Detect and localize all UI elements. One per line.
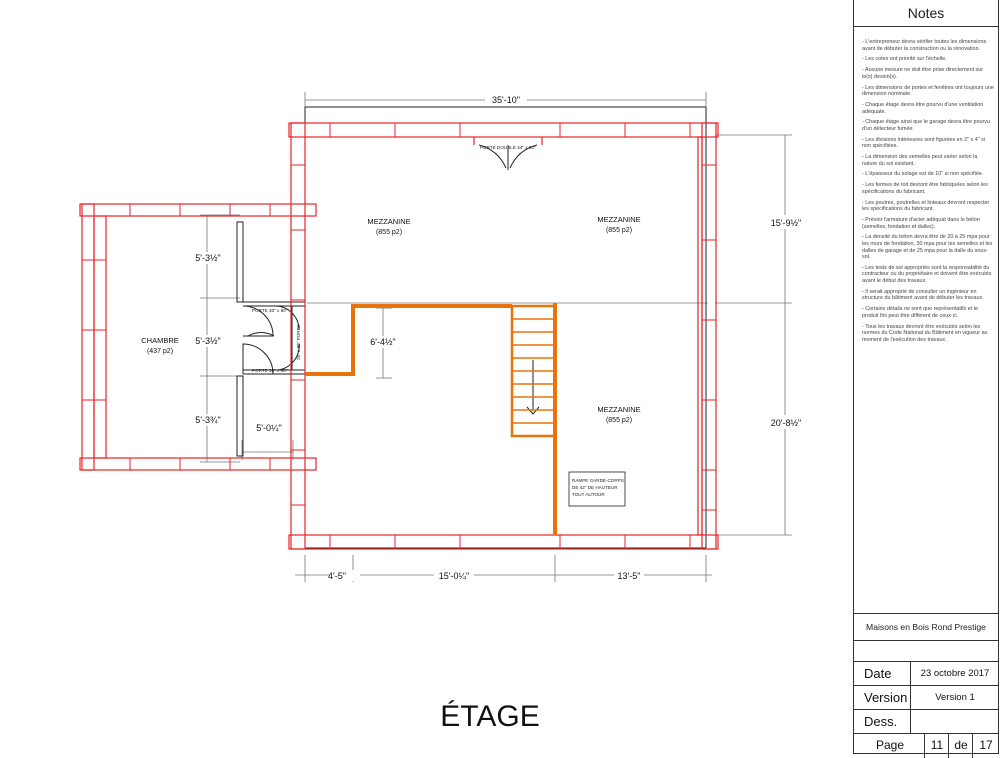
room-name-mezzanine-3: MEZZANINE: [597, 405, 640, 414]
dim-stair-opening: 6'-4½": [370, 337, 395, 347]
sheet-title: ÉTAGE: [440, 700, 540, 733]
door-label-2: PORTE 30" x 80": [252, 368, 288, 373]
dim-left-upper: 5'-3½": [195, 253, 220, 263]
note-item: - Les poutres, poutrelles et linteaux de…: [862, 199, 990, 213]
version-value: Version 1: [910, 686, 999, 710]
dim-bottom-mid: 15'-0¼": [439, 571, 469, 581]
company-name: Maisons en Bois Rond Prestige: [854, 613, 998, 641]
room-area-mezzanine-1: (855 p2): [376, 229, 402, 236]
title-block: Notes - L'entrepreneur devra vérifier to…: [853, 0, 999, 758]
door-label-vertical: 28" x 80" PORTE: [296, 325, 301, 360]
date-row: Date 23 octobre 2017: [854, 661, 998, 686]
door-label-double: PORTE DOUBLE 34" x 80": [480, 145, 536, 150]
note-item: - Les fermes de toit devront être fabriq…: [862, 182, 988, 195]
stair-railing: [305, 303, 557, 535]
dim-right-upper: 15'-9½": [771, 218, 801, 228]
page-of: de: [948, 734, 973, 758]
note-item: - Tous les travaux devront être exécutés…: [862, 323, 988, 343]
page-total: 17: [972, 734, 999, 758]
page-number: 11: [924, 734, 949, 758]
dim-right-lower: 20'-8½": [771, 418, 801, 428]
date-value: 23 octobre 2017: [910, 662, 999, 686]
note-item: - L'entrepreneur devra vérifier toutes l…: [862, 39, 987, 52]
version-label: Version: [864, 690, 908, 705]
dess-row: Dess.: [854, 709, 998, 734]
date-label: Date: [864, 666, 892, 681]
dim-overall-top: 35'-10": [492, 95, 520, 105]
room-name-mezzanine-2: MEZZANINE: [597, 215, 640, 224]
note-item: - Les cotes ont priorité sur l'échelle.: [862, 56, 947, 63]
log-walls: [79, 122, 719, 550]
room-area-chambre: (437 p2): [147, 348, 173, 355]
note-item: - L'épaisseur du solage est de 10" si no…: [862, 171, 984, 178]
note-item: - Aucune mesure ne doit être prise direc…: [862, 67, 984, 80]
dess-value: [910, 710, 999, 734]
note-item: - Les dimensions de portes et fenêtres o…: [862, 84, 994, 98]
note-item: - Chaque étage devra être pourvu d'une v…: [862, 101, 984, 115]
note-item: - La dimension des semelles peut varier …: [862, 154, 978, 167]
notes-list: - L'entrepreneur devra vérifier toutes l…: [854, 27, 998, 343]
note-item: - Certains détails ne sont que représent…: [862, 306, 978, 319]
room-area-mezzanine-3: (855 p2): [606, 417, 632, 424]
dim-left-lower: 5'-3¾": [195, 415, 220, 425]
railing-note-line-2: DE 42" DE HAUTEUR: [572, 485, 618, 490]
railing-note-line-1: RAMPE GARDE-CORPS: [572, 478, 624, 483]
railing-callout-box: [568, 471, 626, 507]
page-label: Page: [876, 738, 905, 752]
dim-bottom-left: 4'-5": [328, 571, 346, 581]
dim-bottom-right: 13'-5": [618, 571, 641, 581]
note-item: - Prévoir l'armature d'acier adéquat dan…: [862, 216, 980, 230]
notes-heading: Notes: [854, 0, 998, 27]
dim-left-mid: 5'-3½": [195, 336, 220, 346]
railing-note-line-3: TOUT AUTOUR: [572, 492, 605, 497]
door-label-1: PORTE 30" x 80": [252, 308, 288, 313]
version-row: Version Version 1: [854, 685, 998, 710]
note-item: - Il serait approprié de consulter un in…: [862, 288, 984, 302]
room-area-mezzanine-2: (855 p2): [606, 227, 632, 234]
note-item: - La densité du béton devra être de 20 à…: [862, 234, 993, 261]
note-item: - Les divisions intérieures sont figurée…: [862, 136, 986, 150]
room-name-chambre: CHAMBRE: [141, 336, 179, 345]
page-row: Page 11 de 17: [854, 733, 998, 758]
interior-walls: [236, 106, 707, 549]
dim-closet: 5'-0¼": [256, 423, 281, 433]
note-item: - Les tests de sol appropriés sont la re…: [862, 264, 992, 285]
note-item: - Chaque étage ainsi que le garage devra…: [862, 119, 990, 132]
dess-label: Dess.: [864, 714, 898, 729]
room-name-mezzanine-1: MEZZANINE: [367, 217, 410, 226]
